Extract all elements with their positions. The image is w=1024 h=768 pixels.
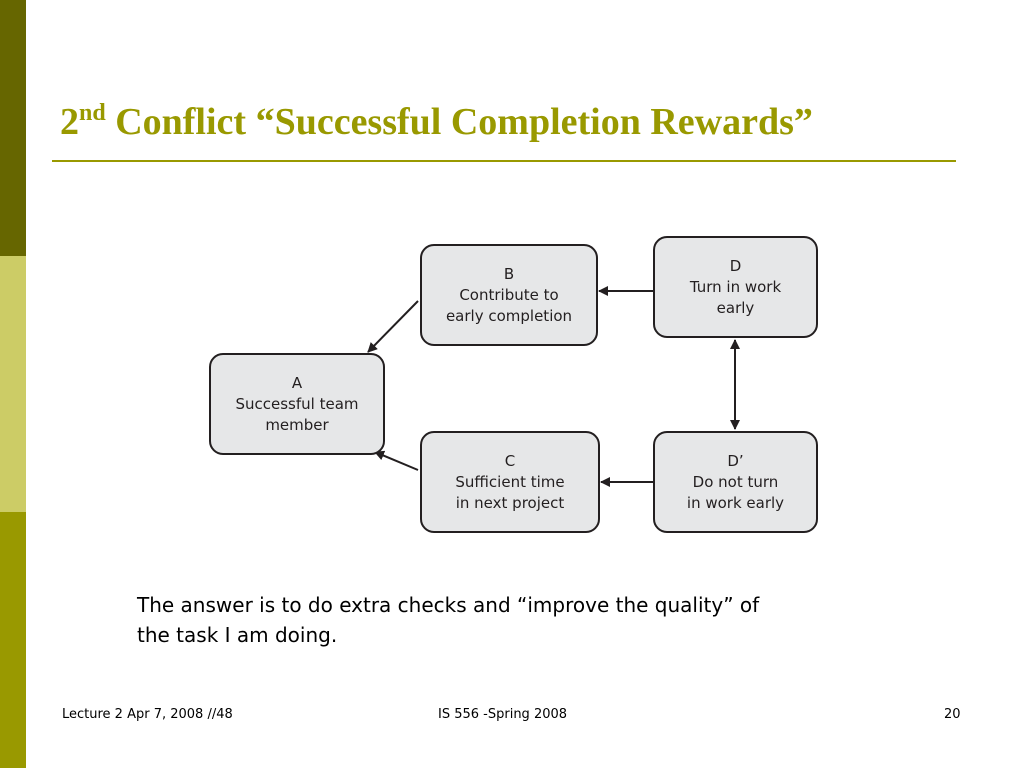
title-prefix: 2 — [60, 101, 79, 143]
sidebar-segment-light — [0, 256, 26, 512]
arrow-b-to-a — [367, 300, 419, 353]
sidebar-decoration — [0, 0, 26, 768]
node-c-line2: in next project — [455, 493, 565, 512]
node-a-line1: Successful team — [235, 394, 359, 413]
title-superscript: nd — [79, 100, 106, 126]
title-text: Conflict “Successful Completion Rewards” — [105, 101, 813, 143]
node-dprime-line2: in work early — [686, 493, 785, 512]
conflict-diagram: A Successful team member B Contribute to… — [205, 232, 825, 542]
node-b-line2: early completion — [445, 306, 573, 325]
answer-line-2: the task I am doing. — [137, 623, 338, 647]
diagram-arrows — [367, 286, 740, 487]
answer-line-1: The answer is to do extra checks and “im… — [137, 593, 760, 617]
node-a-id: A — [291, 373, 303, 392]
node-dprime-line1: Do not turn — [692, 472, 779, 491]
footer-course: IS 556 -Spring 2008 — [438, 707, 568, 722]
node-d-line2: early — [716, 298, 755, 317]
footer-lecture: Lecture 2 Apr 7, 2008 //48 — [62, 707, 233, 722]
sidebar-segment-mid — [0, 512, 26, 768]
node-b-line1: Contribute to — [459, 285, 559, 304]
slide-title: 2nd Conflict “Successful Completion Rewa… — [60, 100, 980, 146]
node-dprime-id: D’ — [727, 451, 744, 470]
node-a-line2: member — [265, 415, 329, 434]
node-c-line1: Sufficient time — [455, 472, 565, 491]
footer-page-number: 20 — [944, 707, 961, 722]
node-dprime: D’ Do not turn in work early — [653, 431, 818, 533]
node-c-id: C — [504, 451, 516, 470]
node-b: B Contribute to early completion — [420, 244, 598, 346]
sidebar-segment-dark — [0, 0, 26, 256]
title-divider — [52, 160, 956, 162]
node-b-id: B — [503, 264, 515, 283]
answer-text: The answer is to do extra checks and “im… — [137, 590, 957, 650]
node-d-id: D — [729, 256, 742, 275]
arrow-c-to-a — [374, 450, 419, 471]
node-c: C Sufficient time in next project — [420, 431, 600, 533]
node-d-line1: Turn in work — [689, 277, 782, 296]
node-d: D Turn in work early — [653, 236, 818, 338]
node-a: A Successful team member — [209, 353, 385, 455]
